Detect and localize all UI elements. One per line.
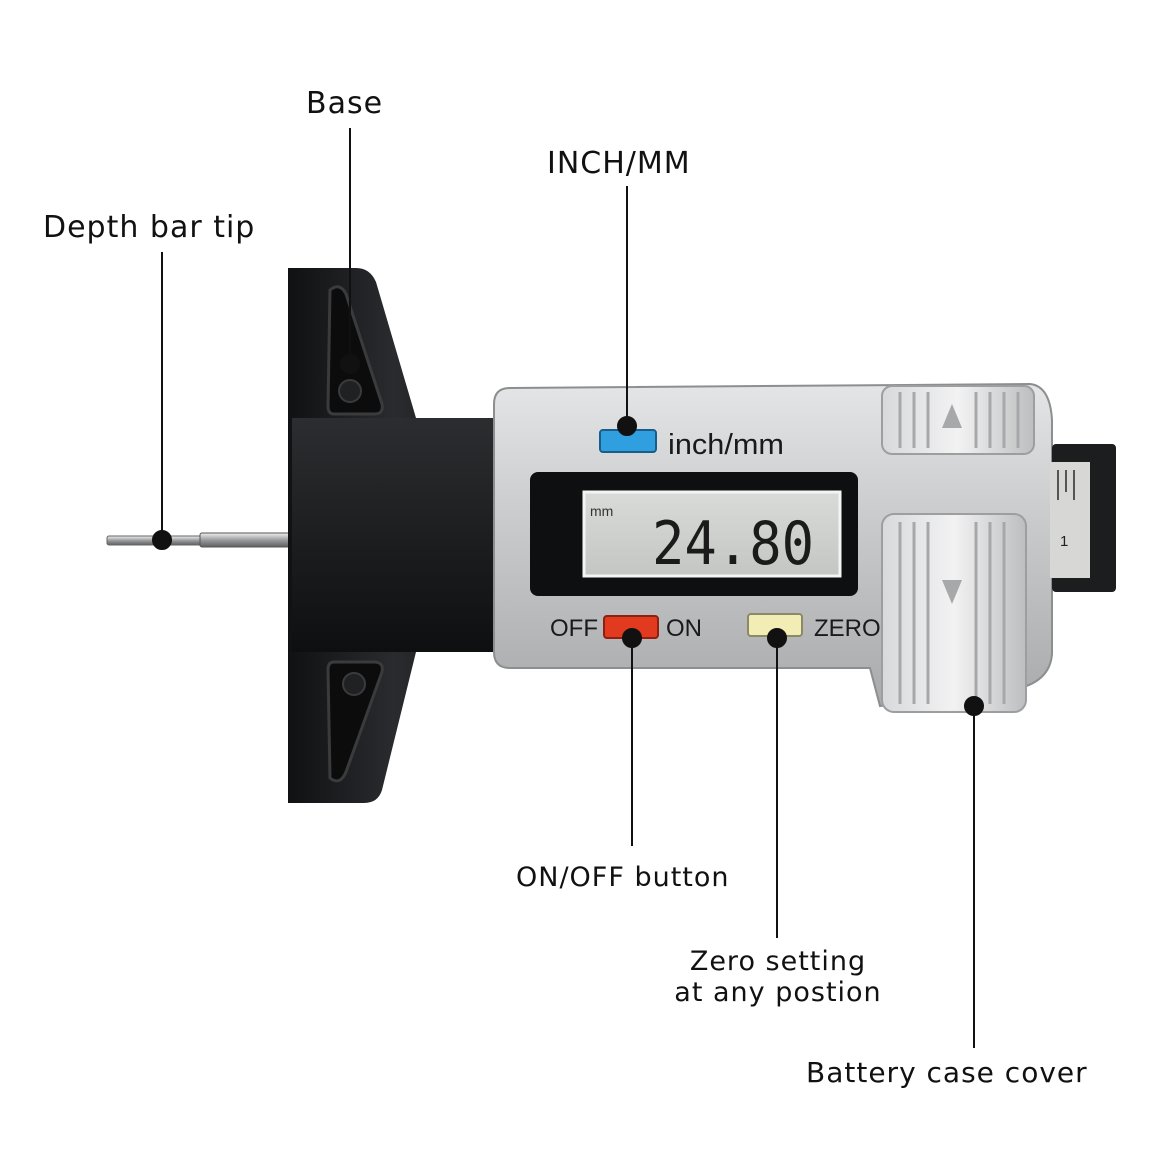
depth-bar-tip-callout: Depth bar tip (43, 210, 256, 245)
zero-setting-callout: Zero setting at any postion (640, 946, 916, 1008)
leader-lines (152, 128, 984, 1048)
on-label: ON (666, 615, 702, 642)
base-body (288, 268, 500, 803)
lcd-panel (530, 472, 858, 596)
scale-mark: 1 (1060, 533, 1068, 550)
zero-setting-line1: Zero setting (689, 946, 867, 977)
base-callout: Base (306, 86, 384, 121)
inch-mm-callout: INCH/MM (547, 146, 691, 181)
zero-label: ZERO (814, 615, 881, 642)
zero-setting-line2: at any postion (674, 977, 882, 1008)
off-label: OFF (550, 615, 598, 642)
display-unit: mm (590, 503, 613, 519)
display-value: 24.80 (652, 509, 814, 579)
on-off-button-callout: ON/OFF button (516, 862, 730, 893)
battery-cover-grip (881, 385, 1035, 713)
inch-mm-label: inch/mm (668, 429, 784, 461)
battery-case-cover-callout: Battery case cover (806, 1056, 1088, 1089)
depth-bar-pin (106, 532, 293, 548)
